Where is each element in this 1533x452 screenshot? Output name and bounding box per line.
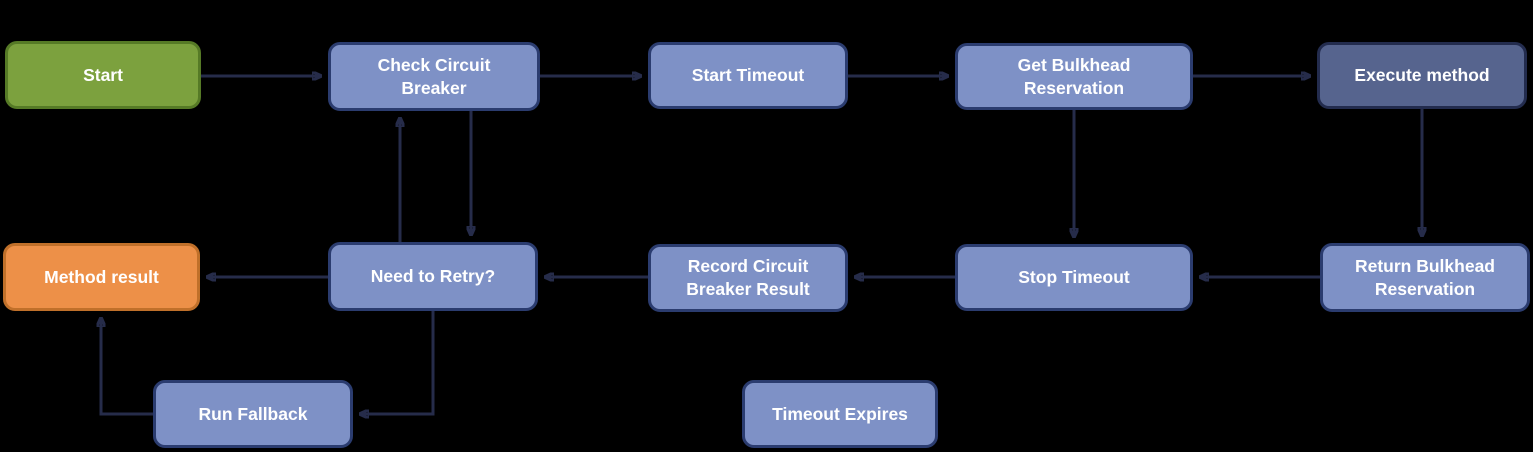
node-execute-method: Execute method [1317,42,1527,109]
node-need-to-retry: Need to Retry? [328,242,538,311]
node-timeout-expires: Timeout Expires [742,380,938,448]
node-start-timeout: Start Timeout [648,42,848,109]
node-run-fallback: Run Fallback [153,380,353,448]
node-check-circuit-breaker: Check Circuit Breaker [328,42,540,111]
arrow-run-fallback-to-method-result [101,319,153,416]
node-record-circuit-breaker-result: Record Circuit Breaker Result [648,244,848,312]
node-method-result: Method result [3,243,200,311]
node-return-bulkhead-reservation: Return Bulkhead Reservation [1320,243,1530,312]
arrow-need-to-retry-to-run-fallback [361,311,435,414]
node-get-bulkhead-reservation: Get Bulkhead Reservation [955,43,1193,110]
node-start: Start [5,41,201,109]
node-stop-timeout: Stop Timeout [955,244,1193,311]
